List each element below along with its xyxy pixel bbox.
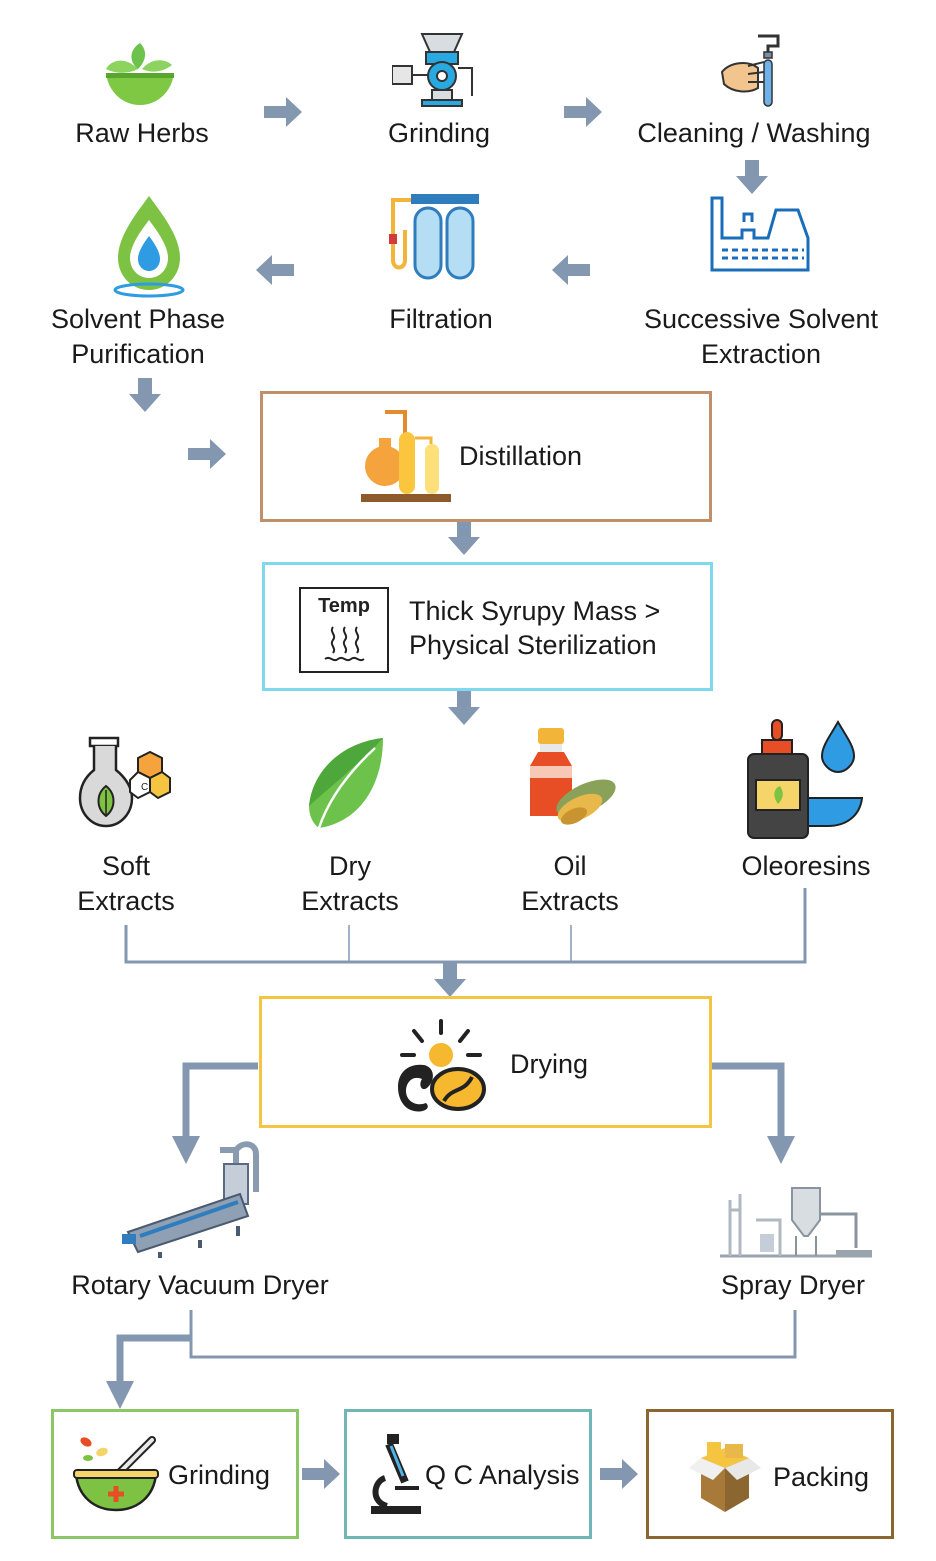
- oleoresins-label: Oleoresins: [741, 851, 871, 881]
- sterilization-box: Temp Thick Syrupy Mass > Physical Steril…: [262, 562, 713, 691]
- temp-icon-text: Temp: [318, 595, 370, 617]
- grinder-machine-icon: [392, 33, 473, 107]
- grinding-arrow: [106, 1334, 191, 1409]
- drying-box: Drying: [259, 996, 712, 1128]
- arrow-down-4: [448, 691, 480, 725]
- arrow-right-1: [264, 97, 302, 127]
- oil-extracts-label-line2: Extracts: [521, 886, 619, 916]
- sterilization-label-line1: Thick Syrupy Mass >: [409, 596, 661, 626]
- soft-extract-flask-icon: C: [78, 736, 171, 828]
- dry-leaf-icon: [309, 738, 383, 829]
- packing-label: Packing: [773, 1462, 870, 1492]
- solvent-drop-icon: [113, 196, 185, 298]
- packing-box: Packing: [646, 1409, 894, 1539]
- arrow-down-2: [129, 378, 161, 412]
- rotary-vacuum-dryer-icon: [122, 1141, 259, 1258]
- soft-extracts-label-line1: Soft: [101, 851, 151, 881]
- raw-herbs-label: Raw Herbs: [75, 118, 209, 148]
- sun-beans-drying-icon: [398, 1019, 486, 1112]
- solvent-phase-label-line1: Solvent Phase: [50, 304, 226, 334]
- dryer-merge-lines: [189, 1310, 797, 1359]
- spray-dryer-icon: [720, 1187, 872, 1258]
- distillation-box: Distillation: [260, 391, 712, 522]
- arrow-down-3: [448, 521, 480, 555]
- grinding-final-label: Grinding: [168, 1460, 271, 1490]
- sterilization-label-line2: Physical Sterilization: [409, 630, 657, 660]
- oil-bottle-icon: [530, 728, 616, 825]
- extraction-plant-icon: [710, 196, 810, 272]
- microscope-icon: [371, 1434, 421, 1514]
- distillation-apparatus-icon: [361, 410, 451, 502]
- dry-extracts-label-line2: Extracts: [301, 886, 399, 916]
- temp-heat-icon: Temp: [299, 587, 389, 673]
- arrow-right-2: [564, 97, 602, 127]
- successive-label-line1: Successive Solvent: [643, 304, 879, 334]
- herbs-mortar-icon: [106, 43, 174, 105]
- grinding-final-box: Grinding: [51, 1409, 299, 1539]
- package-box-icon: [689, 1442, 761, 1512]
- arrow-right-3: [188, 439, 226, 469]
- block-arrows: [129, 97, 768, 1489]
- svg-text:C: C: [141, 782, 148, 793]
- oil-extracts-label-line1: Oil: [553, 851, 587, 881]
- rotary-vacuum-dryer-label: Rotary Vacuum Dryer: [71, 1270, 329, 1300]
- qc-analysis-label: Q C Analysis: [425, 1460, 580, 1490]
- arrow-left-1: [552, 255, 590, 285]
- filtration-label: Filtration: [389, 304, 493, 334]
- arrow-down-5: [434, 963, 466, 997]
- spray-dryer-label: Spray Dryer: [720, 1270, 866, 1300]
- solvent-phase-label-line2: Purification: [71, 339, 205, 369]
- washing-hands-icon: [720, 34, 780, 107]
- arrow-right-4: [302, 1459, 340, 1489]
- arrow-down-1: [736, 160, 768, 194]
- qc-analysis-box: Q C Analysis: [344, 1409, 592, 1539]
- drying-label: Drying: [510, 1049, 589, 1079]
- cleaning-washing-label: Cleaning / Washing: [637, 118, 871, 148]
- distillation-label: Distillation: [459, 441, 583, 471]
- medicine-mortar-icon: [73, 1436, 159, 1512]
- filtration-unit-icon: [389, 194, 479, 280]
- grinding-label: Grinding: [387, 118, 491, 148]
- soft-extracts-label-line2: Extracts: [77, 886, 175, 916]
- successive-label-line2: Extraction: [700, 339, 822, 369]
- drying-branch-arrows: [172, 1062, 795, 1164]
- arrow-left-2: [256, 255, 294, 285]
- oleoresin-dropper-icon: [747, 719, 864, 839]
- dry-extracts-label-line1: Dry: [329, 851, 371, 881]
- arrow-right-5: [600, 1459, 638, 1489]
- extract-merge-lines: [124, 888, 807, 964]
- heat-waves-icon: [324, 626, 365, 662]
